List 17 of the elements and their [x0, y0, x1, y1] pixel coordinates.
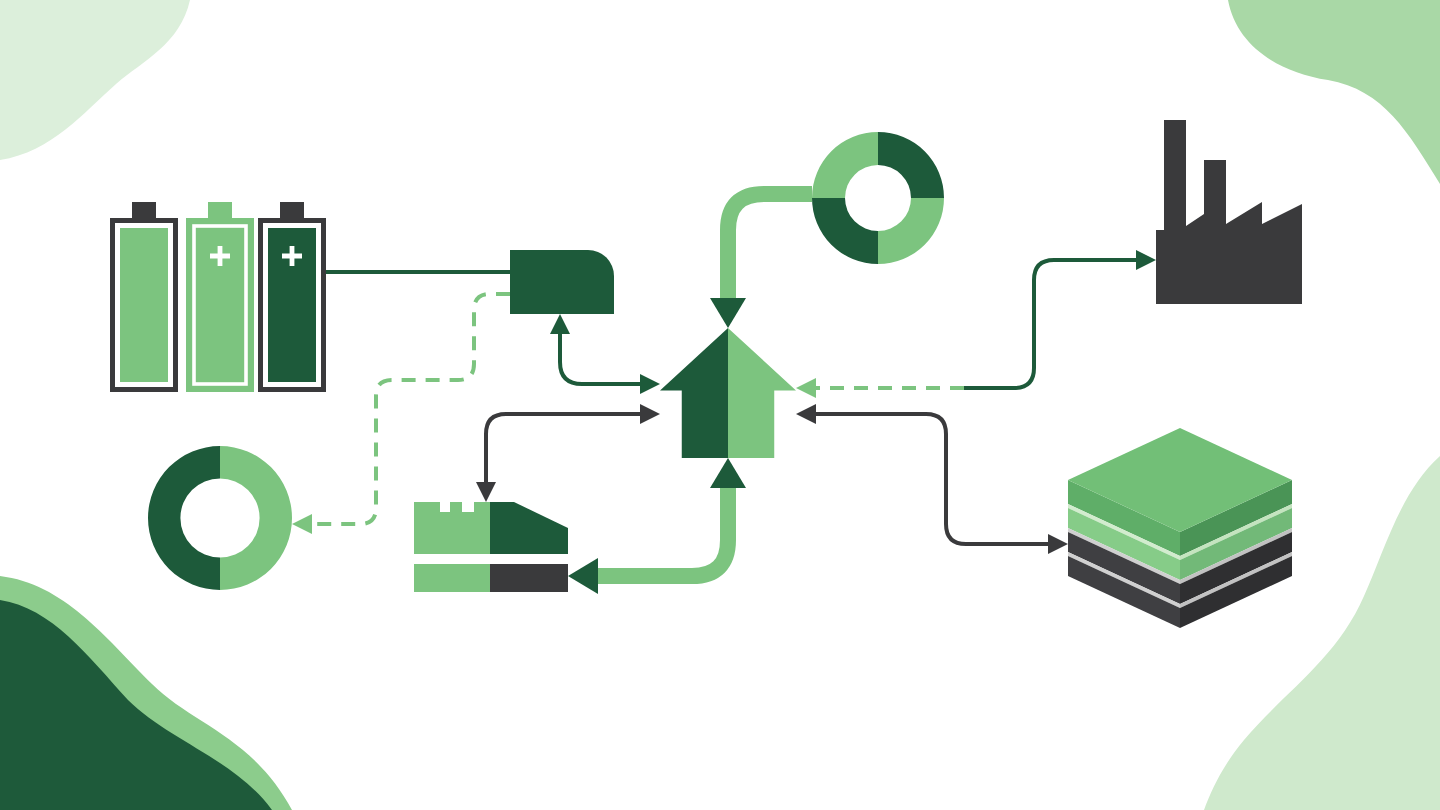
- block-castle-illustration: [414, 502, 568, 592]
- layer-stack-icon: [1068, 428, 1292, 628]
- double-arrow: [550, 314, 660, 394]
- batteries-illustration: [110, 202, 326, 392]
- arrow: [710, 186, 812, 328]
- ring-icon: [148, 446, 292, 590]
- double-arrow: [476, 404, 660, 502]
- double-arrow: [568, 458, 746, 594]
- ring-icon: [812, 132, 944, 264]
- connector-line: [326, 270, 510, 274]
- up-arrow-shape: [660, 328, 796, 458]
- arrow: [796, 378, 964, 398]
- factory-icon: [1156, 120, 1302, 304]
- rounded-box: [510, 250, 614, 314]
- double-arrow: [796, 404, 1068, 554]
- arrow: [964, 250, 1156, 390]
- arrow: [292, 292, 510, 534]
